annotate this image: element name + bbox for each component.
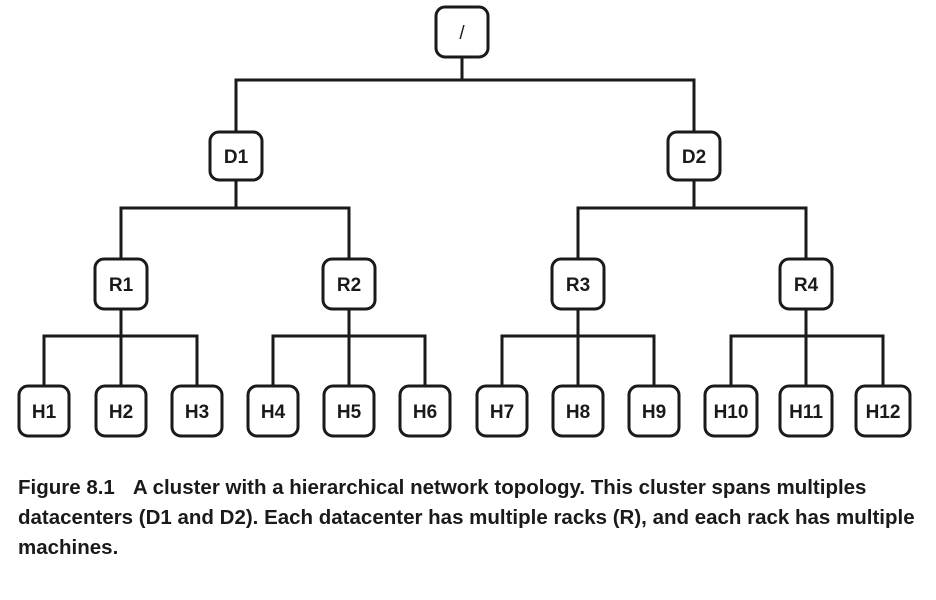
node-label: R4 bbox=[794, 275, 819, 296]
node-label: H12 bbox=[866, 402, 901, 423]
figure-label: Figure 8.1 bbox=[18, 476, 115, 499]
node-label: H6 bbox=[413, 402, 437, 423]
node-h2: H2 bbox=[94, 384, 148, 438]
node-label: H2 bbox=[109, 402, 133, 423]
node-box bbox=[778, 384, 834, 438]
node-box bbox=[208, 130, 264, 182]
node-r2: R2 bbox=[321, 257, 377, 311]
node-label: H8 bbox=[566, 402, 590, 423]
node-box bbox=[778, 257, 834, 311]
caption-text: A cluster with a hierarchical network to… bbox=[18, 476, 915, 559]
node-h5: H5 bbox=[322, 384, 376, 438]
node-box bbox=[703, 384, 759, 438]
node-label: / bbox=[459, 23, 465, 44]
node-box bbox=[551, 384, 605, 438]
node-box bbox=[94, 384, 148, 438]
node-h4: H4 bbox=[246, 384, 300, 438]
node-h6: H6 bbox=[398, 384, 452, 438]
node-root: / bbox=[434, 5, 490, 59]
node-box bbox=[666, 130, 722, 182]
node-r3: R3 bbox=[550, 257, 606, 311]
node-r4: R4 bbox=[778, 257, 834, 311]
node-label: R3 bbox=[566, 275, 590, 296]
node-r1: R1 bbox=[93, 257, 149, 311]
node-label: H7 bbox=[490, 402, 514, 423]
node-label: H3 bbox=[185, 402, 209, 423]
node-box bbox=[17, 384, 71, 438]
node-box bbox=[170, 384, 224, 438]
node-label: H5 bbox=[337, 402, 362, 423]
node-label: H10 bbox=[714, 402, 749, 423]
node-h1: H1 bbox=[17, 384, 71, 438]
node-h9: H9 bbox=[627, 384, 681, 438]
diagram-edges bbox=[42, 55, 885, 388]
node-h7: H7 bbox=[475, 384, 529, 438]
node-label: H4 bbox=[261, 402, 286, 423]
node-box bbox=[398, 384, 452, 438]
node-box bbox=[246, 384, 300, 438]
node-label: D2 bbox=[682, 147, 706, 168]
node-box bbox=[627, 384, 681, 438]
node-label: R1 bbox=[109, 275, 134, 296]
node-label: D1 bbox=[224, 147, 249, 168]
node-box bbox=[550, 257, 606, 311]
node-h8: H8 bbox=[551, 384, 605, 438]
node-h11: H11 bbox=[778, 384, 834, 438]
node-box bbox=[93, 257, 149, 311]
node-label: R2 bbox=[337, 275, 361, 296]
node-h12: H12 bbox=[854, 384, 912, 438]
node-box bbox=[475, 384, 529, 438]
node-box bbox=[434, 5, 490, 59]
node-box bbox=[854, 384, 912, 438]
node-h10: H10 bbox=[703, 384, 759, 438]
node-box bbox=[321, 257, 377, 311]
node-box bbox=[322, 384, 376, 438]
node-d2: D2 bbox=[666, 130, 722, 182]
node-label: H9 bbox=[642, 402, 666, 423]
node-label: H11 bbox=[789, 402, 823, 423]
node-h3: H3 bbox=[170, 384, 224, 438]
node-label: H1 bbox=[32, 402, 57, 423]
node-d1: D1 bbox=[208, 130, 264, 182]
